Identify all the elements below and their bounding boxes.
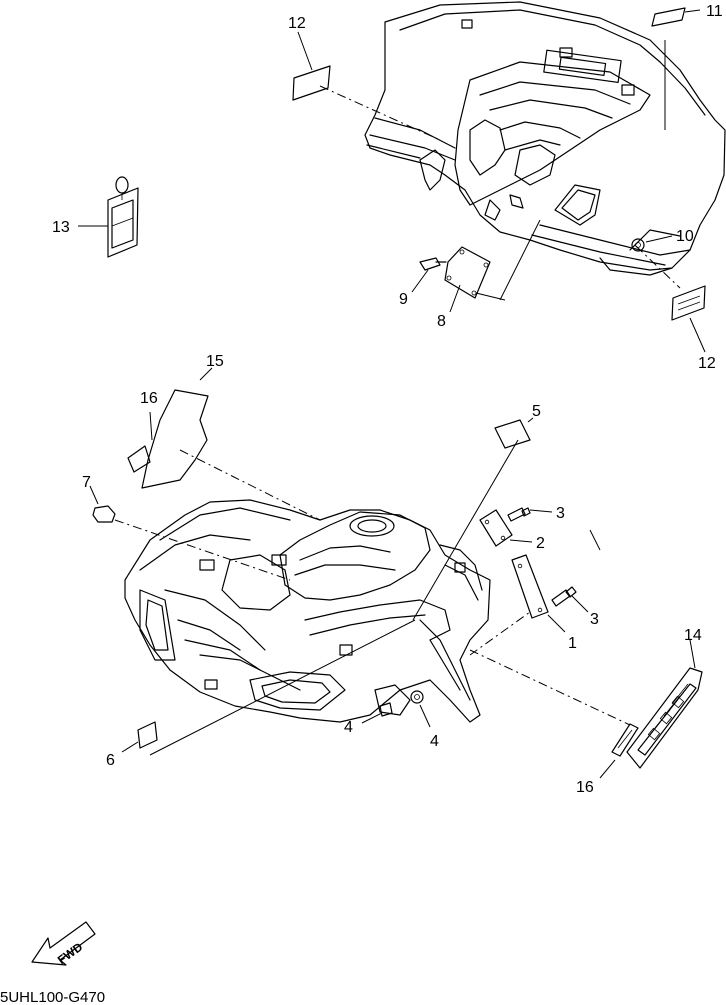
callout-3-upper: 3 (556, 505, 565, 522)
fwd-arrow-icon: FWD (31, 921, 96, 968)
callout-13: 13 (52, 219, 70, 236)
part-12-decal-top (292, 31, 331, 101)
part-10-grommet (631, 235, 673, 252)
part-4-grommet-right (410, 690, 431, 728)
part-3-screw-upper (507, 507, 553, 522)
callout-12-right: 12 (698, 355, 716, 372)
callout-3-lower: 3 (590, 611, 599, 628)
callout-9: 9 (399, 291, 408, 308)
part-3-screw-lower (551, 586, 589, 613)
front-fender (124, 499, 491, 723)
callout-1: 1 (568, 635, 577, 652)
drawing-code: 5UHL100-G470 (0, 989, 105, 1005)
part-1-plate (511, 554, 566, 633)
part-16-decal-left (127, 411, 153, 473)
part-6-decal (121, 721, 158, 753)
part-16-decal-right (599, 723, 639, 779)
part-12-decal-4x4 (671, 285, 706, 353)
callout-14: 14 (684, 627, 702, 644)
callout-15: 15 (206, 353, 224, 370)
part-14-decal (626, 639, 703, 769)
part-2-plate (479, 509, 533, 547)
callout-4-left: 4 (344, 719, 353, 736)
callout-7: 7 (82, 474, 91, 491)
part-4-rivet-left (361, 702, 393, 724)
part-13-tag (78, 176, 139, 258)
callout-2: 2 (536, 535, 545, 552)
callout-11: 11 (706, 3, 723, 20)
part-8-plate (444, 246, 506, 313)
part-7-decal (89, 485, 116, 523)
callout-12-top: 12 (288, 15, 306, 32)
callout-5: 5 (532, 403, 541, 420)
part-5-decal (494, 417, 534, 449)
part-9-rivet (411, 257, 447, 293)
callout-4-right: 4 (430, 733, 439, 750)
part-11-decal (651, 7, 701, 27)
callout-8: 8 (437, 313, 446, 330)
callout-6: 6 (106, 752, 115, 769)
fwd-label: FWD (55, 940, 86, 968)
rear-fender (364, 1, 726, 276)
callout-16-left: 16 (140, 390, 158, 407)
part-15-panel (141, 367, 213, 489)
callout-16-right: 16 (576, 779, 594, 796)
callout-10: 10 (676, 228, 694, 245)
